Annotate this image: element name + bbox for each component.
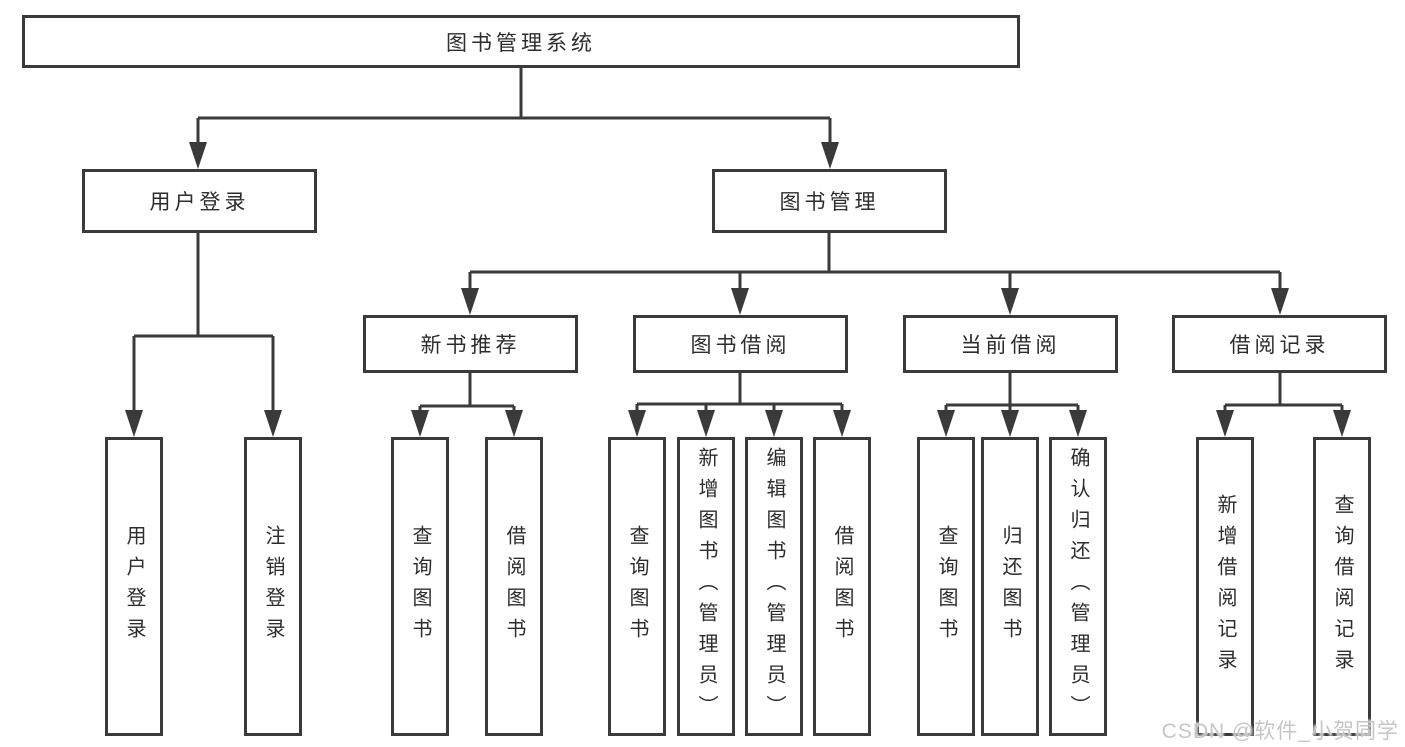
arrowhead-icon [937,410,955,437]
arrowhead-icon [821,142,839,169]
arrowhead-icon [189,142,207,169]
leaf-borrow-books-recommend: 借阅图书 [485,437,543,736]
leaf-query-books-current: 查询图书 [917,437,975,736]
node-label: 查询图书 [935,524,957,649]
node-label: 编辑图书（管理员） [763,447,785,726]
leaf-query-borrow-record: 查询借阅记录 [1313,437,1371,736]
leaf-user-login: 用户登录 [105,437,163,736]
edge-borrow-records-to-leaves [1216,373,1351,437]
node-label: 图书借阅 [690,334,791,357]
node-system-root: 图书管理系统 [22,15,1020,68]
edge-new-book-recommend-to-leaves [411,373,523,437]
arrowhead-icon [628,410,646,437]
node-label: 新增借阅记录 [1214,493,1236,680]
arrowhead-icon [697,410,715,437]
arrowhead-icon [1001,410,1019,437]
arrowhead-icon [505,410,523,437]
node-label: 查询图书 [626,524,648,649]
leaf-add-borrow-record: 新增借阅记录 [1196,437,1254,736]
node-borrow-records: 借阅记录 [1172,315,1387,373]
arrowhead-icon [731,288,749,315]
node-label: 新增图书（管理员） [695,447,717,726]
node-label: 用户登录 [149,191,250,214]
node-label: 图书管理 [779,191,880,214]
leaf-logout: 注销登录 [244,437,302,736]
node-label: 归还图书 [999,524,1021,649]
leaf-edit-book-admin: 编辑图书（管理员） [745,437,803,736]
edge-root-to-level2 [189,68,839,169]
edge-book-mgmt-to-level3 [461,233,1289,315]
node-book-borrow: 图书借阅 [633,315,848,373]
arrowhead-icon [1333,410,1351,437]
arrowhead-icon [411,410,429,437]
node-label: 借阅图书 [831,524,853,649]
node-user-login: 用户登录 [82,169,317,233]
arrowhead-icon [1069,410,1087,437]
leaf-add-book-admin: 新增图书（管理员） [677,437,735,736]
node-label: 用户登录 [123,524,145,649]
node-label: 新书推荐 [420,334,521,357]
edge-book-borrow-to-leaves [628,373,851,437]
arrowhead-icon [1216,410,1234,437]
csdn-watermark: CSDN @软件_小贺同学 [1161,720,1399,743]
arrowhead-icon [125,410,143,437]
node-label: 当前借阅 [960,334,1061,357]
edge-current-borrow-to-leaves [937,373,1087,437]
leaf-query-books-recommend: 查询图书 [391,437,449,736]
node-book-management: 图书管理 [712,169,947,233]
leaf-confirm-return-admin: 确认归还（管理员） [1049,437,1107,736]
leaf-query-books-borrow: 查询图书 [608,437,666,736]
node-current-borrow: 当前借阅 [903,315,1118,373]
arrowhead-icon [1001,288,1019,315]
arrowhead-icon [461,288,479,315]
node-label: 确认归还（管理员） [1067,447,1089,726]
arrowhead-icon [765,410,783,437]
leaf-borrow-books-borrow: 借阅图书 [813,437,871,736]
node-label: 查询图书 [409,524,431,649]
node-new-book-recommend: 新书推荐 [363,315,578,373]
arrowhead-icon [1271,288,1289,315]
node-label: 借阅图书 [503,524,525,649]
arrowhead-icon [264,410,282,437]
leaf-return-book: 归还图书 [981,437,1039,736]
node-label: 查询借阅记录 [1331,493,1353,680]
node-label: 借阅记录 [1229,334,1330,357]
node-label: 注销登录 [262,524,284,649]
node-label: 图书管理系统 [446,31,596,55]
edge-user-login-to-leaves [125,233,282,437]
arrowhead-icon [833,410,851,437]
